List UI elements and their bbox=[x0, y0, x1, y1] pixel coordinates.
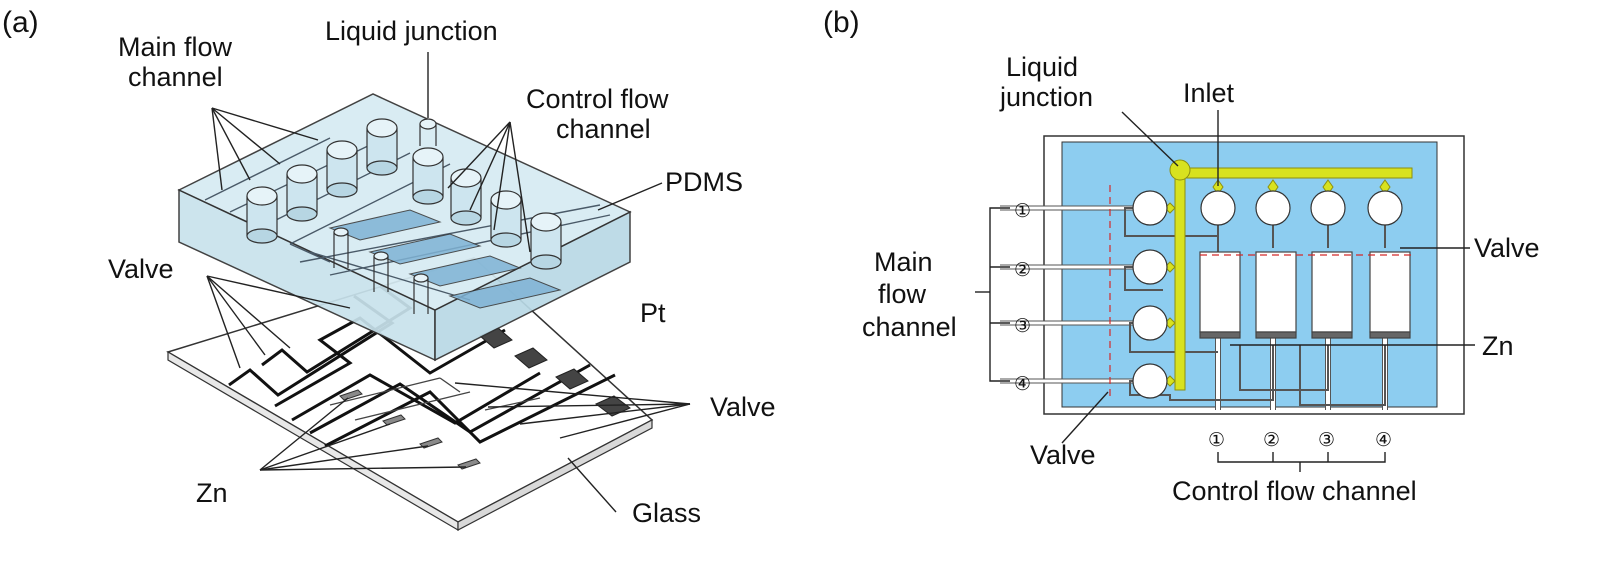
label-zn-b: Zn bbox=[1482, 331, 1514, 361]
cylinder bbox=[490, 190, 522, 248]
cylinder bbox=[286, 164, 318, 222]
pt-electrode-lines bbox=[228, 284, 616, 448]
control-number-1: ① bbox=[1208, 430, 1225, 451]
main-number-1: ① bbox=[1014, 201, 1031, 222]
cylinder bbox=[246, 186, 278, 244]
panel-b-tag: (b) bbox=[823, 6, 860, 39]
reservoir-cylinders bbox=[246, 118, 562, 314]
junction-diamonds bbox=[1164, 179, 1391, 387]
label-liquid-line1: Liquid bbox=[1006, 52, 1078, 82]
label-zn: Zn bbox=[196, 478, 228, 508]
main-number-3: ③ bbox=[1014, 316, 1031, 337]
label-main-flow-line2: channel bbox=[128, 62, 223, 92]
control-number-4: ④ bbox=[1375, 430, 1392, 451]
cylinder bbox=[412, 147, 444, 205]
label-main-line3: channel bbox=[862, 312, 957, 342]
small-via bbox=[419, 118, 437, 146]
leader-lines-a bbox=[206, 52, 691, 513]
zn-chambers bbox=[1199, 251, 1411, 339]
label-valve-bottom-b: Valve bbox=[1030, 440, 1096, 470]
label-control-flow-line2: channel bbox=[556, 114, 651, 144]
liquid-junction-channel bbox=[1169, 159, 1413, 391]
label-liquid-junction: Liquid junction bbox=[325, 16, 498, 46]
main-number-4: ④ bbox=[1014, 374, 1031, 395]
label-main-line2: flow bbox=[878, 279, 927, 309]
main-channel-numbers: ① ② ③ ④ bbox=[1014, 201, 1031, 395]
main-inlet-lines-inner bbox=[1000, 206, 1140, 383]
control-channel-numbers: ① ② ③ ④ bbox=[1208, 430, 1392, 451]
panel-b: (b) bbox=[823, 6, 1540, 506]
label-main-line1: Main bbox=[874, 247, 933, 277]
cylinder bbox=[530, 212, 562, 270]
control-number-3: ③ bbox=[1318, 430, 1335, 451]
label-pdms: PDMS bbox=[665, 167, 743, 197]
small-via bbox=[373, 251, 389, 292]
small-via bbox=[333, 227, 349, 268]
leader-lines-b bbox=[975, 110, 1475, 472]
control-chambers bbox=[328, 209, 562, 309]
main-number-2: ② bbox=[1014, 260, 1031, 281]
label-valve-left: Valve bbox=[108, 254, 174, 284]
panel-a-tag: (a) bbox=[2, 6, 39, 39]
control-number-2: ② bbox=[1263, 430, 1280, 451]
pt-fine-lines bbox=[329, 377, 541, 421]
label-control-flow-line1: Control flow bbox=[526, 84, 669, 114]
panel-a: (a) bbox=[2, 6, 776, 532]
label-valve-right: Valve bbox=[710, 392, 776, 422]
cylinder bbox=[326, 140, 358, 198]
label-control-flow-b: Control flow channel bbox=[1172, 476, 1417, 506]
label-inlet: Inlet bbox=[1183, 78, 1235, 108]
reservoirs bbox=[1132, 190, 1403, 399]
label-liquid-line2: junction bbox=[999, 82, 1093, 112]
label-valve-right-b: Valve bbox=[1474, 233, 1540, 263]
label-pt: Pt bbox=[640, 298, 666, 328]
label-main-flow-line1: Main flow bbox=[118, 32, 233, 62]
cylinder bbox=[366, 118, 398, 176]
small-via bbox=[413, 273, 429, 314]
label-glass: Glass bbox=[632, 498, 701, 528]
